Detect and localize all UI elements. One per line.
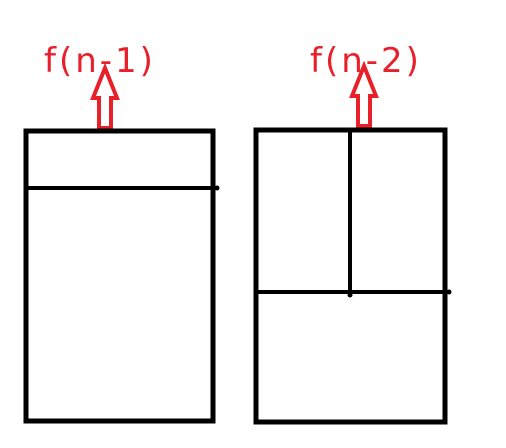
left-divider-endpoint [214,185,220,191]
label-f-n-minus-2: f(n-2) [310,41,422,81]
up-arrow-icon [90,62,120,130]
left-outer-rect [23,128,216,424]
right-divider-junction [347,292,353,298]
up-arrow-icon [349,60,379,128]
left-tiling-box [23,128,220,424]
right-tiling-box [253,127,452,425]
label-f-n-minus-1: f(n-1) [44,41,156,81]
right-divider-endpoint [446,289,452,295]
